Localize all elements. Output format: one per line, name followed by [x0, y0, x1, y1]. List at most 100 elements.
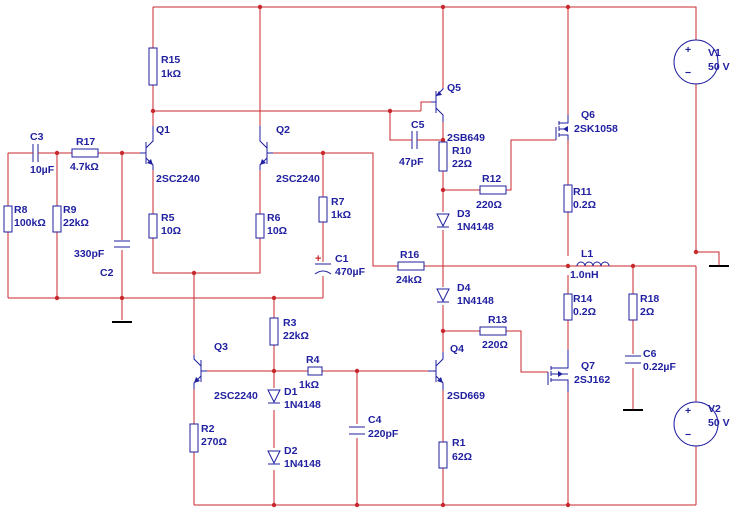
- r7-value: 1kΩ: [331, 209, 351, 221]
- l1-ref: L1: [581, 248, 593, 260]
- r1-value: 62Ω: [452, 451, 472, 463]
- junction-dot: [191, 270, 197, 276]
- transistor-q1: [140, 126, 154, 170]
- r4-ref: R4: [306, 354, 320, 366]
- q7-value: 2SJ162: [574, 374, 610, 386]
- q3-value: 2SC2240: [214, 390, 258, 402]
- r2-ref: R2: [201, 423, 215, 435]
- d4-value: 1N4148: [457, 295, 494, 307]
- q6-ref: Q6: [581, 109, 595, 121]
- c6-value: 0.22µF: [643, 361, 676, 373]
- v1-ref: V1: [708, 47, 721, 59]
- junction-dot: [257, 4, 263, 10]
- resistor-r18: [628, 293, 638, 321]
- q3-ref: Q3: [214, 341, 228, 353]
- transistor-q2: [259, 126, 273, 170]
- r5-ref: R5: [161, 212, 175, 224]
- r9-ref: R9: [63, 204, 77, 216]
- junction-dot: [54, 150, 60, 156]
- r1-ref: R1: [452, 437, 466, 449]
- resistor-r5: [148, 213, 158, 239]
- diodes: [267, 213, 450, 465]
- r15-ref: R15: [161, 54, 180, 66]
- capacitor-c4: [349, 426, 365, 435]
- mosfet-q6: [555, 115, 569, 140]
- transistor-q4: [428, 352, 444, 390]
- c5-value: 47pF: [399, 156, 424, 168]
- r16-ref: R16: [400, 249, 419, 261]
- r17-ref: R17: [76, 136, 95, 148]
- c4-value: 220pF: [368, 428, 399, 440]
- r9-value: 22kΩ: [63, 217, 89, 229]
- ground-symbols: [112, 265, 729, 411]
- c3-value: 10µF: [30, 164, 55, 176]
- r4-value: 1kΩ: [299, 379, 319, 391]
- r16-value: 24kΩ: [396, 274, 422, 286]
- junction-dot: [693, 249, 699, 255]
- wires: [7, 6, 720, 506]
- r11-ref: R11: [573, 186, 592, 198]
- r12-ref: R12: [482, 173, 501, 185]
- capacitor-c3: [28, 144, 44, 162]
- v1-plus-sign: +: [685, 44, 691, 56]
- resistor-r3: [269, 317, 279, 346]
- d3-ref: D3: [457, 208, 471, 220]
- resistor-r15: [148, 47, 158, 86]
- c1-value: 470µF: [335, 266, 366, 278]
- resistor-r4: [307, 366, 323, 376]
- r18-value: 2Ω: [640, 306, 654, 318]
- resistor-r12: [479, 185, 507, 195]
- junction-dot: [387, 108, 393, 114]
- junction-dot: [565, 263, 571, 269]
- diode-d1: [267, 389, 281, 404]
- resistor-r17: [71, 148, 99, 158]
- voltage-source-v2: + −: [673, 401, 719, 447]
- v1-minus-sign: −: [685, 67, 691, 79]
- capacitors: [28, 131, 641, 435]
- q4-value: 2SD669: [447, 390, 485, 402]
- r15-value: 1kΩ: [161, 68, 181, 80]
- resistor-r2: [189, 423, 199, 453]
- r7-ref: R7: [331, 196, 345, 208]
- r17-value: 4.7kΩ: [70, 161, 99, 173]
- junction-dot: [565, 502, 571, 508]
- inductor-l1: [576, 261, 610, 267]
- r6-value: 10Ω: [267, 225, 287, 237]
- v2-minus-sign: −: [685, 429, 691, 441]
- junction-dot: [119, 295, 125, 301]
- r8-ref: R8: [14, 204, 28, 216]
- q5-value: 2SB649: [447, 132, 485, 144]
- mosfet-q7: [547, 350, 569, 392]
- r2-value: 270Ω: [201, 436, 227, 448]
- capacitor-c6: [625, 355, 641, 364]
- d4-ref: D4: [457, 282, 471, 294]
- d2-ref: D2: [284, 445, 298, 457]
- resistor-r16: [397, 261, 425, 271]
- junction-dot: [440, 502, 446, 508]
- r8-value: 100kΩ: [14, 217, 46, 229]
- transistors: [140, 88, 444, 390]
- v2-value: 50 V: [708, 417, 730, 429]
- c5-ref: C5: [411, 119, 425, 131]
- r14-value: 0.2Ω: [573, 306, 596, 318]
- resistor-r13: [479, 326, 507, 336]
- d1-value: 1N4148: [284, 399, 321, 411]
- component-labels: R15 1kΩ C3 10µF R17 4.7kΩ R8 100kΩ R9 22…: [14, 47, 730, 470]
- junction-dot: [150, 108, 156, 114]
- resistor-r14: [563, 293, 573, 321]
- transistor-q5: [431, 88, 444, 122]
- d2-value: 1N4148: [284, 458, 321, 470]
- r13-value: 220Ω: [482, 339, 508, 351]
- diode-d3: [436, 213, 450, 228]
- junction-dot: [440, 4, 446, 10]
- r10-ref: R10: [452, 145, 471, 157]
- diode-d4: [436, 288, 450, 303]
- junction-dot: [354, 502, 360, 508]
- r6-ref: R6: [267, 212, 281, 224]
- junction-dot: [440, 137, 446, 143]
- r12-value: 220Ω: [476, 199, 502, 211]
- v2-plus-sign: +: [685, 405, 691, 417]
- resistor-r1: [438, 441, 448, 469]
